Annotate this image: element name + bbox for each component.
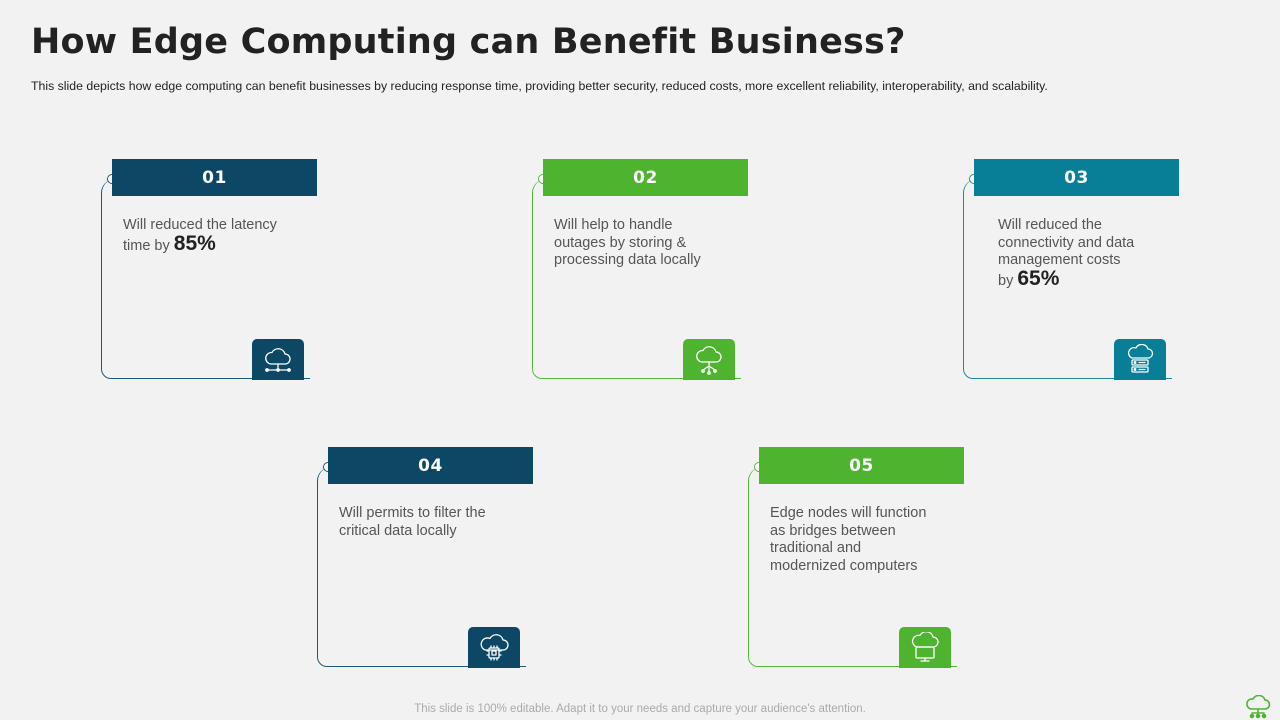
card-frame bbox=[101, 179, 301, 379]
card-highlight-value: 65% bbox=[1017, 266, 1060, 290]
card-text: Will reduced the latency time by 85% bbox=[123, 217, 303, 255]
card-text: Will reduced the connectivity and data m… bbox=[998, 217, 1178, 290]
card-text-line: Edge nodes will function bbox=[770, 505, 927, 521]
cloud-monitor-icon bbox=[899, 627, 951, 668]
card-text-line: Will help to handle bbox=[554, 217, 673, 233]
slide-title: How Edge Computing can Benefit Business? bbox=[31, 22, 906, 62]
card-number: 01 bbox=[112, 159, 317, 196]
card-frame-tail bbox=[948, 665, 957, 668]
card-text-line: modernized computers bbox=[770, 557, 918, 574]
benefit-card-02: 02 Will help to handle outages by storin… bbox=[532, 159, 748, 384]
slide-footer: This slide is 100% editable. Adapt it to… bbox=[414, 703, 866, 715]
card-frame-tail bbox=[517, 665, 526, 668]
cloud-chip-icon bbox=[468, 627, 520, 668]
card-text-highlight-line: time by 85% bbox=[123, 231, 303, 256]
card-frame bbox=[532, 179, 732, 379]
cloud-server-icon bbox=[1114, 339, 1166, 380]
card-number: 04 bbox=[328, 447, 533, 484]
card-text-highlight-line: by 65% bbox=[998, 266, 1178, 291]
card-text-line: critical data locally bbox=[339, 522, 457, 539]
benefit-card-04: 04 Will permits to filter the critical d… bbox=[317, 447, 533, 672]
card-text-prefix: time by bbox=[123, 237, 170, 254]
benefit-card-05: 05 Edge nodes will function as bridges b… bbox=[748, 447, 964, 672]
card-text: Will permits to filter the critical data… bbox=[339, 505, 519, 540]
card-frame-tail bbox=[732, 377, 741, 380]
card-frame-tail bbox=[1163, 377, 1172, 380]
card-text-line: processing data locally bbox=[554, 252, 701, 269]
card-highlight-value: 85% bbox=[173, 231, 216, 255]
card-number: 05 bbox=[759, 447, 964, 484]
card-text-line: outages by storing & bbox=[554, 234, 687, 251]
benefit-card-03: 03 Will reduced the connectivity and dat… bbox=[963, 159, 1179, 384]
cloud-network-logo-icon bbox=[1246, 695, 1271, 719]
card-text: Edge nodes will function as bridges betw… bbox=[770, 505, 950, 575]
card-text-line: management costs bbox=[998, 252, 1121, 269]
card-text-line: traditional and bbox=[770, 540, 862, 557]
card-frame bbox=[963, 179, 1163, 379]
card-frame bbox=[748, 467, 948, 667]
card-number: 03 bbox=[974, 159, 1179, 196]
benefit-card-01: 01 Will reduced the latency time by 85% bbox=[101, 159, 317, 384]
card-frame bbox=[317, 467, 517, 667]
slide-subtitle: This slide depicts how edge computing ca… bbox=[31, 79, 1048, 93]
card-text-line: as bridges between bbox=[770, 522, 896, 539]
card-text-prefix: by bbox=[998, 272, 1014, 289]
card-number: 02 bbox=[543, 159, 748, 196]
card-text-line: Will reduced the latency bbox=[123, 217, 277, 233]
card-text-line: connectivity and data bbox=[998, 234, 1135, 251]
card-text: Will help to handle outages by storing &… bbox=[554, 217, 734, 270]
card-text-line: Will reduced the bbox=[998, 217, 1102, 233]
card-frame-tail bbox=[301, 377, 310, 380]
cloud-network-icon bbox=[252, 339, 304, 380]
card-text-line: Will permits to filter the bbox=[339, 505, 486, 521]
cloud-distribution-icon bbox=[683, 339, 735, 380]
